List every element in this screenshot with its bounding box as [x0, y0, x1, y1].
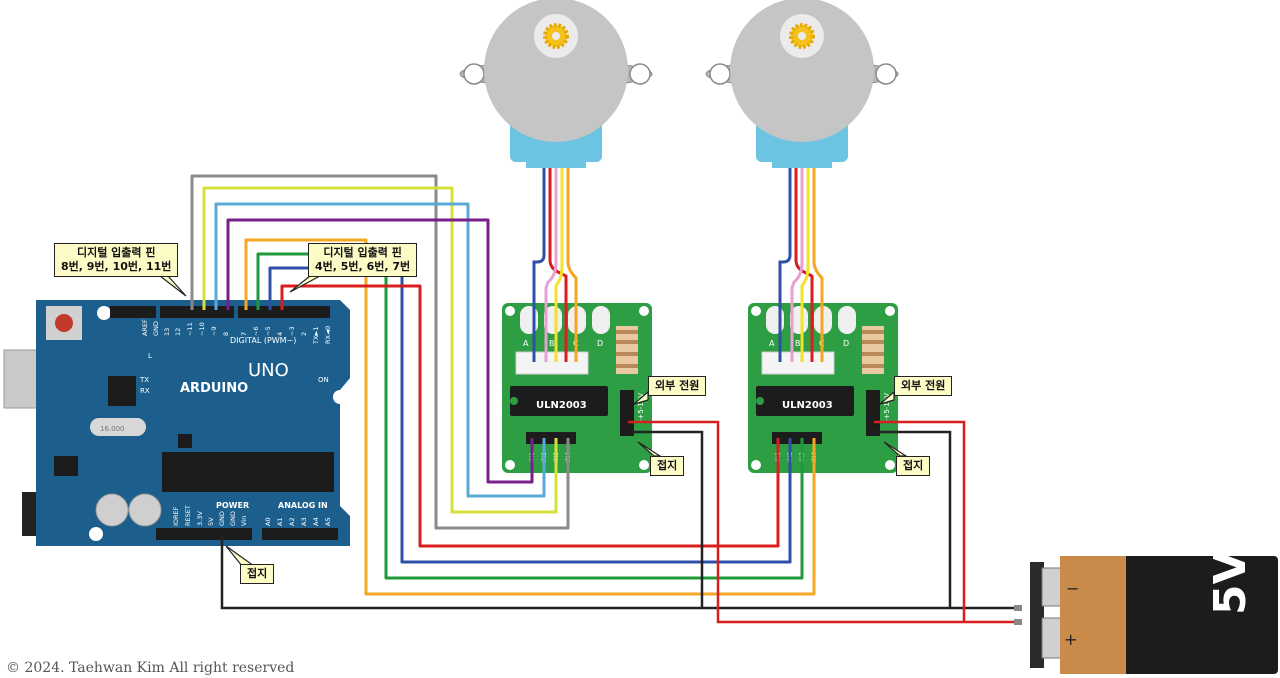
uln2003-driver-1: A B C D ULN2003 -+5-12V IN1 IN2 IN3 IN4 — [502, 303, 652, 473]
pin-label: GND — [229, 511, 237, 526]
pin-label: GND — [152, 321, 160, 336]
arduino-model: UNO — [248, 360, 289, 381]
pin-label: ~5 — [264, 326, 272, 336]
led-label-d: D — [597, 339, 603, 348]
pin-label: Vin — [240, 516, 248, 526]
wire-yellow — [202, 186, 558, 514]
callout-line: 8번, 9번, 10번, 11번 — [61, 260, 172, 273]
pin-label: AREF — [141, 319, 149, 336]
callout-digital-pins-8-11: 디지털 입출력 핀 8번, 9번, 10번, 11번 — [54, 243, 179, 277]
pin-label: 8 — [222, 332, 230, 336]
pin-label: 2 — [300, 332, 308, 336]
callout-ground-1: 접지 — [650, 456, 685, 476]
wire-red-signal — [280, 284, 780, 548]
led-label-d: D — [843, 339, 849, 348]
callout-line: 접지 — [657, 459, 678, 472]
digital-pwm-label: DIGITAL (PWM~) — [230, 336, 296, 345]
callout-line: 외부 전원 — [901, 379, 946, 392]
wire-black-ground-driver2 — [874, 430, 952, 608]
pin-label: 7 — [240, 332, 248, 336]
wire-red-power-driver1 — [628, 420, 1018, 624]
motor-cable-2 — [778, 168, 824, 362]
callout-pointers — [158, 275, 909, 567]
pin-label: A4 — [312, 517, 320, 526]
pin-label: GND — [218, 511, 226, 526]
led-label-a: A — [523, 339, 529, 348]
pin-label: TX►1 — [312, 326, 320, 345]
callout-line: 외부 전원 — [655, 379, 700, 392]
wire-red-power-driver2 — [874, 420, 966, 622]
crystal-label: 16.000 — [100, 425, 125, 433]
pin-label: A2 — [288, 517, 296, 526]
arduino-logo-text: ARDUINO — [180, 381, 248, 396]
callout-external-power-2: 외부 전원 — [894, 376, 953, 396]
tx-led-label: TX — [139, 376, 149, 384]
motor-cable-1 — [532, 168, 578, 362]
signal-wires — [190, 174, 816, 596]
wire-gray — [190, 174, 570, 530]
on-led-label: ON — [318, 376, 329, 384]
pin-label: 4 — [276, 332, 284, 336]
callout-external-power-1: 외부 전원 — [648, 376, 707, 396]
stepper-motor-2 — [705, 0, 899, 168]
pin-label: ~11 — [186, 322, 194, 336]
pin-label: 12 — [174, 328, 182, 336]
battery-minus: − — [1066, 579, 1079, 598]
power-wires — [220, 420, 1018, 624]
arduino-top-header-labels: AREF GND 13 12 ~11 ~10 ~9 8 7 ~6 ~5 4 ~3… — [141, 319, 332, 345]
wire-green — [256, 252, 804, 580]
uln2003-driver-2: A B C D ULN2003 -+5-12V IN1 IN2 IN3 IN4 — [748, 303, 898, 473]
l-led-label: L — [148, 352, 152, 360]
copyright-notice: © 2024. Taehwan Kim All right reserved — [6, 660, 295, 676]
chip-label: ULN2003 — [536, 400, 587, 411]
wire-blue — [268, 266, 792, 564]
chip-label: ULN2003 — [782, 400, 833, 411]
wire-light-blue — [214, 202, 546, 498]
arduino-bottom-header-labels: IOREF RESET 3.3V 5V GND GND Vin A0 A1 A2… — [172, 505, 332, 526]
rx-led-label: RX — [140, 387, 150, 395]
callout-line: 디지털 입출력 핀 — [76, 246, 156, 259]
callout-line: 접지 — [247, 567, 268, 580]
pin-label: 3.3V — [196, 511, 204, 526]
led-label-b: B — [549, 339, 555, 348]
pin-label: RESET — [184, 505, 192, 526]
pin-label: ~10 — [198, 322, 206, 336]
callout-digital-pins-4-7: 디지털 입출력 핀 4번, 5번, 6번, 7번 — [308, 243, 418, 277]
pin-label: IOREF — [172, 506, 180, 526]
pin-label: RX◄0 — [324, 326, 332, 344]
led-label-b: B — [795, 339, 801, 348]
arduino-uno-board: 16.000 DIGITAL (PWM~) ARDUINO UNO POWER … — [3, 300, 350, 546]
pin-label: 13 — [163, 328, 171, 336]
power-label: POWER — [216, 501, 249, 510]
pin-label: ~9 — [210, 326, 218, 336]
wire-purple — [226, 218, 534, 484]
wire-orange — [244, 238, 816, 596]
stepper-motor-1 — [459, 0, 653, 168]
analog-in-label: ANALOG IN — [278, 501, 328, 510]
pin-label: A3 — [300, 517, 308, 526]
power-pin-label: -+5-12V — [883, 393, 891, 422]
pin-label: A5 — [324, 517, 332, 526]
callout-line: 디지털 입출력 핀 — [323, 246, 402, 259]
callout-ground-2: 접지 — [896, 456, 931, 476]
wire-black-ground-arduino — [220, 534, 1018, 610]
callout-line: 4번, 5번, 6번, 7번 — [315, 260, 411, 273]
power-pin-label: -+5-12V — [637, 393, 645, 422]
callout-ground-arduino: 접지 — [240, 564, 275, 584]
pin-label: ~6 — [252, 326, 260, 336]
battery-plus: + — [1064, 630, 1077, 649]
pin-label: ~3 — [288, 326, 296, 336]
pin-label: 5V — [207, 517, 215, 526]
callout-line: 접지 — [903, 459, 924, 472]
battery-voltage: 5V — [1205, 550, 1256, 615]
battery-5v: − + 5V — [1014, 550, 1278, 674]
pin-label: A1 — [276, 517, 284, 526]
pin-label: A0 — [264, 517, 272, 526]
led-label-a: A — [769, 339, 775, 348]
wire-black-ground-driver1 — [628, 430, 704, 608]
